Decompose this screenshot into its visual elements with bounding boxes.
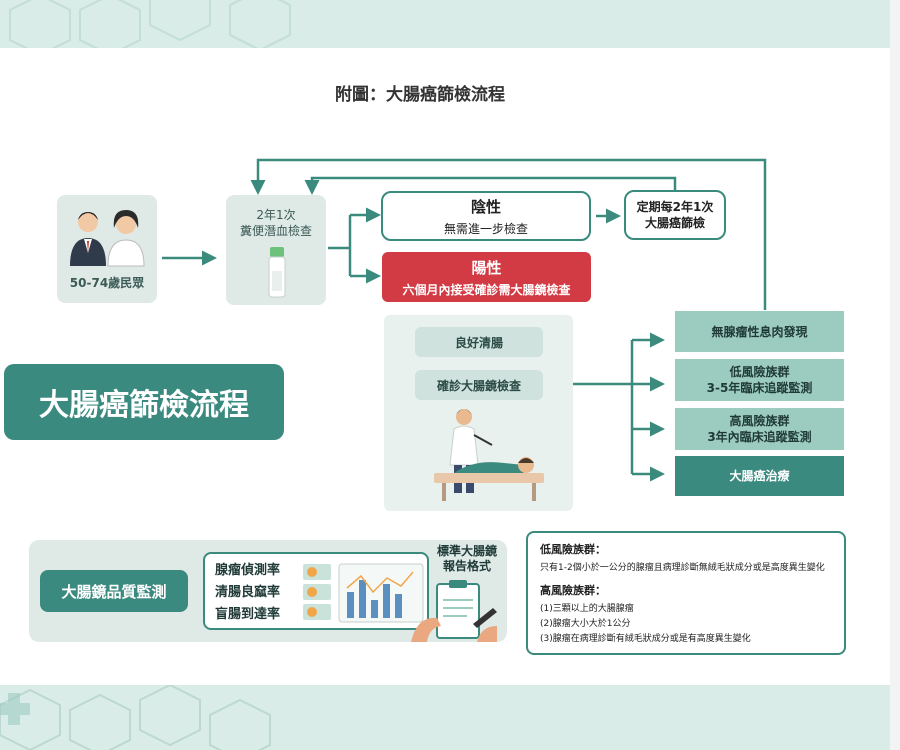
hexagon-decoration [9,0,291,48]
quality-title: 大腸鏡品質監測 [40,570,188,612]
low-risk-title: 低風險族群： [540,543,606,556]
positive-result-box: 陽性 六個月內接受確診需大腸鏡檢查 [382,252,591,302]
outcome-low-risk: 低風險族群 3-5年臨床追蹤監測 [675,359,844,401]
colonoscopy-exam-pill: 確診大腸鏡檢查 [415,370,543,400]
person-female-icon [107,209,145,266]
report-format-label: 標準大腸鏡 報告格式 [429,544,505,574]
metric-adenoma-detection: 腺瘤偵測率 [215,563,281,578]
chart-icon [303,563,424,623]
outcome-high-risk-follow: 3年內臨床追蹤監測 [707,430,812,444]
doctor-patient-illustration [434,409,544,501]
fit-test-name: 糞便潛血檢查 [239,224,312,238]
negative-subtitle: 無需進一步檢查 [443,221,528,236]
high-risk-item-3: (3)腺瘤在病理診斷有絨毛狀成分或是有高度異生變化 [540,634,751,644]
outcome-high-risk-title: 高風險族群 [729,414,790,428]
main-title-banner: 大腸癌篩檢流程 [4,364,284,440]
regular-line2: 大腸癌篩檢 [644,216,705,230]
colonoscopy-panel: 良好清腸 確診大腸鏡檢查 [384,315,573,511]
metric-bowel-prep: 清腸良窳率 [215,585,281,600]
high-risk-item-2: (2)腺瘤大小大於1公分 [540,619,631,629]
negative-result-box: 陰性 無需進一步檢查 [381,191,591,241]
population-panel: 50-74歲民眾 [57,195,157,303]
outcome-cancer-treatment-text: 大腸癌治療 [729,469,790,483]
quality-metrics-box: 腺瘤偵測率 清腸良窳率 盲腸到達率 [203,552,429,630]
patient-icon [434,457,544,501]
header-band [0,0,890,48]
people-icon [70,209,145,266]
outcome-no-adenoma: 無腺瘤性息肉發現 [675,311,844,352]
figure-caption: 附圖：大腸癌篩檢流程 [335,85,505,105]
outcome-low-risk-follow: 3-5年臨床追蹤監測 [706,381,813,395]
metric-cecal-intubation: 盲腸到達率 [215,607,281,622]
test-tube-icon [268,247,286,298]
positive-subtitle: 六個月內接受確診需大腸鏡檢查 [402,282,571,297]
outcome-no-adenoma-text: 無腺瘤性息肉發現 [711,324,808,339]
regular-line1: 定期每2年1次 [636,200,714,214]
clipboard-icon [411,580,497,642]
bowel-prep-pill: 良好清腸 [415,327,543,357]
population-label: 50-74歲民眾 [69,275,145,290]
hand-icon [411,608,497,642]
report-format-line1: 標準大腸鏡 [436,544,497,558]
outcome-cancer-treatment: 大腸癌治療 [675,456,844,496]
person-male-icon [70,211,106,266]
high-risk-title: 高風險族群： [540,584,606,597]
risk-notes-box: 低風險族群： 只有1-2個小於一公分的腺瘤且病理診斷無絨毛狀成分或是高度異生變化… [526,531,846,655]
window-edge [890,0,900,750]
quality-monitoring-panel: 大腸鏡品質監測 腺瘤偵測率 清腸良窳率 盲腸到達率 標準大腸鏡 報告格式 [29,540,507,642]
regular-screening-box: 定期每2年1次 大腸癌篩檢 [624,190,726,240]
fit-frequency: 2年1次 [256,208,296,222]
high-risk-item-1: (1)三顆以上的大腸腺瘤 [540,604,634,614]
low-risk-text: 只有1-2個小於一公分的腺瘤且病理診斷無絨毛狀成分或是高度異生變化 [540,563,825,573]
report-format-line2: 報告格式 [442,559,491,573]
hexagon-decoration [0,685,271,750]
positive-title: 陽性 [471,258,502,277]
outcome-high-risk: 高風險族群 3年內臨床追蹤監測 [675,408,844,450]
negative-title: 陰性 [470,197,501,216]
fit-test-panel: 2年1次 糞便潛血檢查 [226,195,326,305]
outcome-low-risk-title: 低風險族群 [729,365,790,379]
